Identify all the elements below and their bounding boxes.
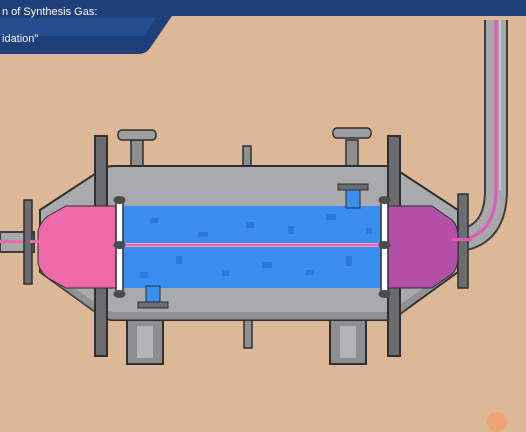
coolant-inlet-nozzle <box>137 285 169 309</box>
inlet-stream <box>30 240 44 243</box>
title-banner <box>0 0 526 54</box>
outlet-chamber <box>383 205 459 289</box>
tube-sheet-right <box>378 196 391 298</box>
title-line-2: idation" <box>2 33 39 45</box>
bottom-nozzle <box>243 319 253 349</box>
coolant-outlet-nozzle <box>337 183 369 209</box>
outlet-stream <box>452 238 472 241</box>
top-nozzle-right <box>332 127 372 169</box>
reactor-tube-core <box>116 244 388 246</box>
top-nozzle-left <box>117 129 157 169</box>
support-right <box>329 319 367 365</box>
coolant-texture <box>140 214 372 278</box>
navigation-dot[interactable] <box>487 412 507 432</box>
top-nozzle-center <box>242 145 252 167</box>
title-banner-highlight <box>0 18 156 36</box>
inlet-chamber <box>37 205 117 289</box>
tube-sheet-left <box>113 196 126 298</box>
support-left <box>126 319 164 365</box>
title-line-1: n of Synthesis Gas: <box>2 6 98 18</box>
